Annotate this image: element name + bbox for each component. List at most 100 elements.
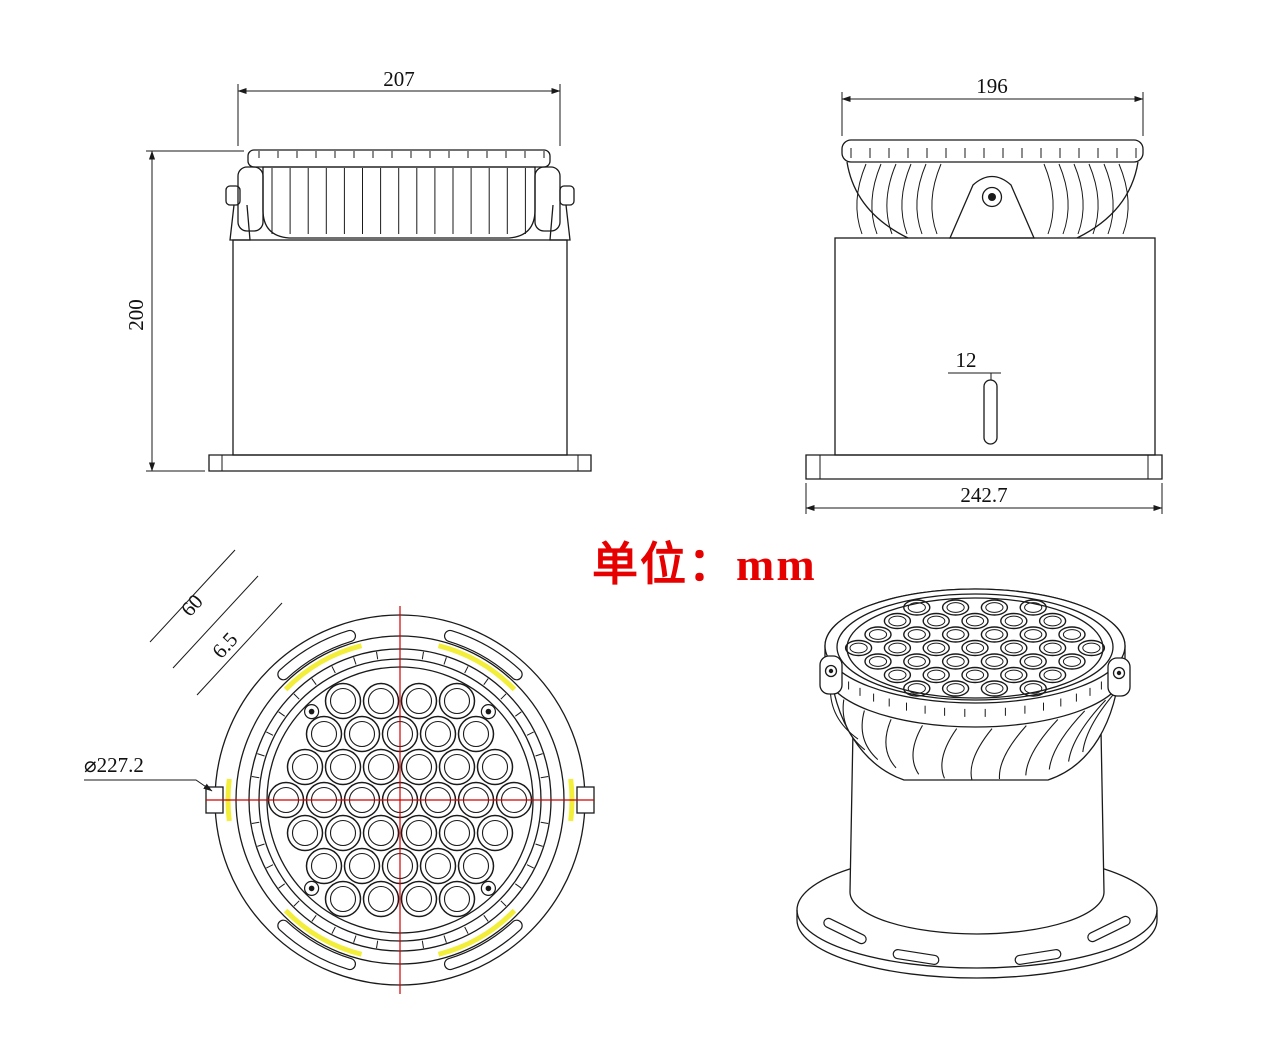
led-hole: [883, 666, 912, 684]
bezel-tick: [464, 926, 469, 934]
bezel-tick: [278, 711, 285, 717]
led-chip: [965, 642, 985, 654]
hinge-block: [225, 185, 241, 206]
led-chip: [907, 629, 926, 640]
led-chip: [424, 720, 452, 748]
fin-curve: [885, 719, 897, 769]
bezel-tick: [257, 753, 265, 757]
fin-curve: [1043, 163, 1054, 235]
led-lens: [457, 715, 495, 753]
heatsink-housing: [262, 166, 536, 239]
housing-body: [232, 239, 568, 456]
front-view: 207 200: [124, 67, 592, 472]
led-chip: [1043, 615, 1062, 627]
led-lens: [362, 880, 400, 918]
led-hole: [864, 653, 892, 670]
dim-slot-length: 60: [176, 589, 208, 621]
led-hole: [1077, 639, 1106, 657]
led-lens: [343, 715, 381, 753]
led-hole: [941, 626, 970, 643]
bezel-tick: [483, 915, 489, 922]
fin-curve: [1048, 710, 1086, 770]
front-lens-ticks: [258, 151, 545, 158]
screw: [1112, 666, 1126, 680]
screw: [304, 703, 320, 720]
fin-curve: [1118, 163, 1129, 235]
bezel-tick: [515, 883, 522, 889]
bezel-tick: [515, 711, 522, 717]
led-chip: [946, 602, 965, 613]
extension-line: [172, 575, 259, 669]
bezel-tick: [353, 657, 357, 665]
dim-outer-diameter: ⌀227.2: [84, 753, 144, 777]
led-chip: [868, 656, 888, 667]
led-chip: [367, 819, 395, 847]
fin-curve: [970, 728, 993, 781]
led-hole: [1019, 599, 1047, 616]
led-hole: [922, 666, 950, 684]
mounting-slot: [1014, 949, 1062, 965]
perspective-view: [796, 588, 1158, 979]
led-chip: [965, 615, 985, 627]
dim-side-width: 196: [976, 74, 1008, 98]
led-chip: [1024, 629, 1043, 640]
flange-slots: [823, 915, 1131, 965]
bezel-inner-ring: [836, 593, 1114, 701]
led-lens: [400, 880, 438, 918]
led-lens: [476, 748, 514, 786]
led-hole: [961, 666, 989, 684]
led-chip: [927, 615, 946, 627]
led-hole: [961, 612, 989, 630]
bezel-tick: [293, 693, 300, 700]
mounting-slot: [1087, 915, 1131, 943]
screw: [304, 880, 320, 897]
led-chip: [1024, 602, 1043, 613]
fin-curve: [856, 163, 867, 235]
led-lens: [400, 748, 438, 786]
led-hole: [1038, 639, 1067, 657]
bezel-tick: [266, 731, 274, 736]
led-hole: [961, 639, 989, 657]
led-chip: [329, 687, 357, 715]
bezel-tick: [443, 935, 447, 943]
led-chip: [907, 602, 926, 613]
bezel-tick: [331, 666, 336, 674]
led-chip: [1004, 615, 1023, 627]
led-chip: [310, 720, 338, 748]
fin-curve: [871, 163, 882, 235]
led-lens: [324, 748, 362, 786]
led-chip: [329, 819, 357, 847]
bezel-tick: [331, 926, 336, 934]
bezel-tick: [266, 864, 274, 869]
led-array: [844, 599, 1106, 697]
bezel-tick: [251, 821, 260, 824]
led-chip: [1004, 669, 1023, 681]
led-hole: [1019, 653, 1047, 670]
led-lens: [400, 814, 438, 852]
led-chip: [1082, 642, 1101, 654]
lens-frame: [841, 139, 1144, 163]
bezel-tick: [376, 940, 379, 949]
led-lens: [362, 682, 400, 720]
led-lens: [438, 880, 476, 918]
led-chip: [927, 669, 946, 681]
cable-slot: [983, 379, 998, 445]
mounting-bracket: [949, 175, 1035, 239]
led-chip: [1024, 683, 1043, 694]
fin-curve: [861, 710, 879, 761]
fin-curve: [912, 725, 923, 775]
side-fins: [856, 163, 1129, 235]
led-hole: [883, 639, 912, 657]
led-lens: [324, 682, 362, 720]
led-hole: [922, 612, 950, 630]
dim-slot-width: 6.5: [207, 628, 242, 664]
led-lens: [400, 682, 438, 720]
led-chip: [985, 602, 1004, 613]
led-hole: [941, 680, 970, 697]
led-chip: [1043, 669, 1062, 681]
screw-center: [308, 885, 315, 892]
led-chip: [291, 819, 319, 847]
mounting-slot: [277, 919, 356, 971]
led-chip: [946, 683, 965, 694]
